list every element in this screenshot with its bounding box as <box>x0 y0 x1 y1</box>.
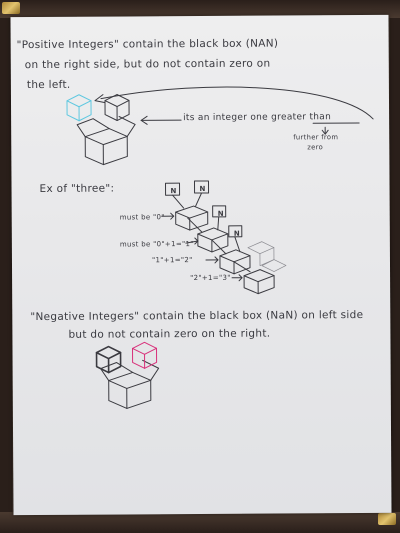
open-box-positive <box>76 94 136 166</box>
pink-box-icon <box>132 341 158 369</box>
frame-right <box>390 0 400 533</box>
frame-left <box>0 0 12 533</box>
gray-sketch-boxes <box>247 241 287 272</box>
clip-corner-top-left <box>2 2 20 14</box>
curved-arrow <box>100 86 374 120</box>
cyan-box-icon <box>66 94 92 122</box>
sketch-drawings <box>66 86 374 409</box>
clip-corner-bottom-right <box>378 513 396 525</box>
notebook-page: "Positive Integers" contain the black bo… <box>10 14 392 516</box>
staircase-boxes <box>161 180 275 295</box>
frame-top <box>0 0 400 18</box>
open-box-negative <box>95 345 160 409</box>
frame-bottom <box>0 512 400 533</box>
